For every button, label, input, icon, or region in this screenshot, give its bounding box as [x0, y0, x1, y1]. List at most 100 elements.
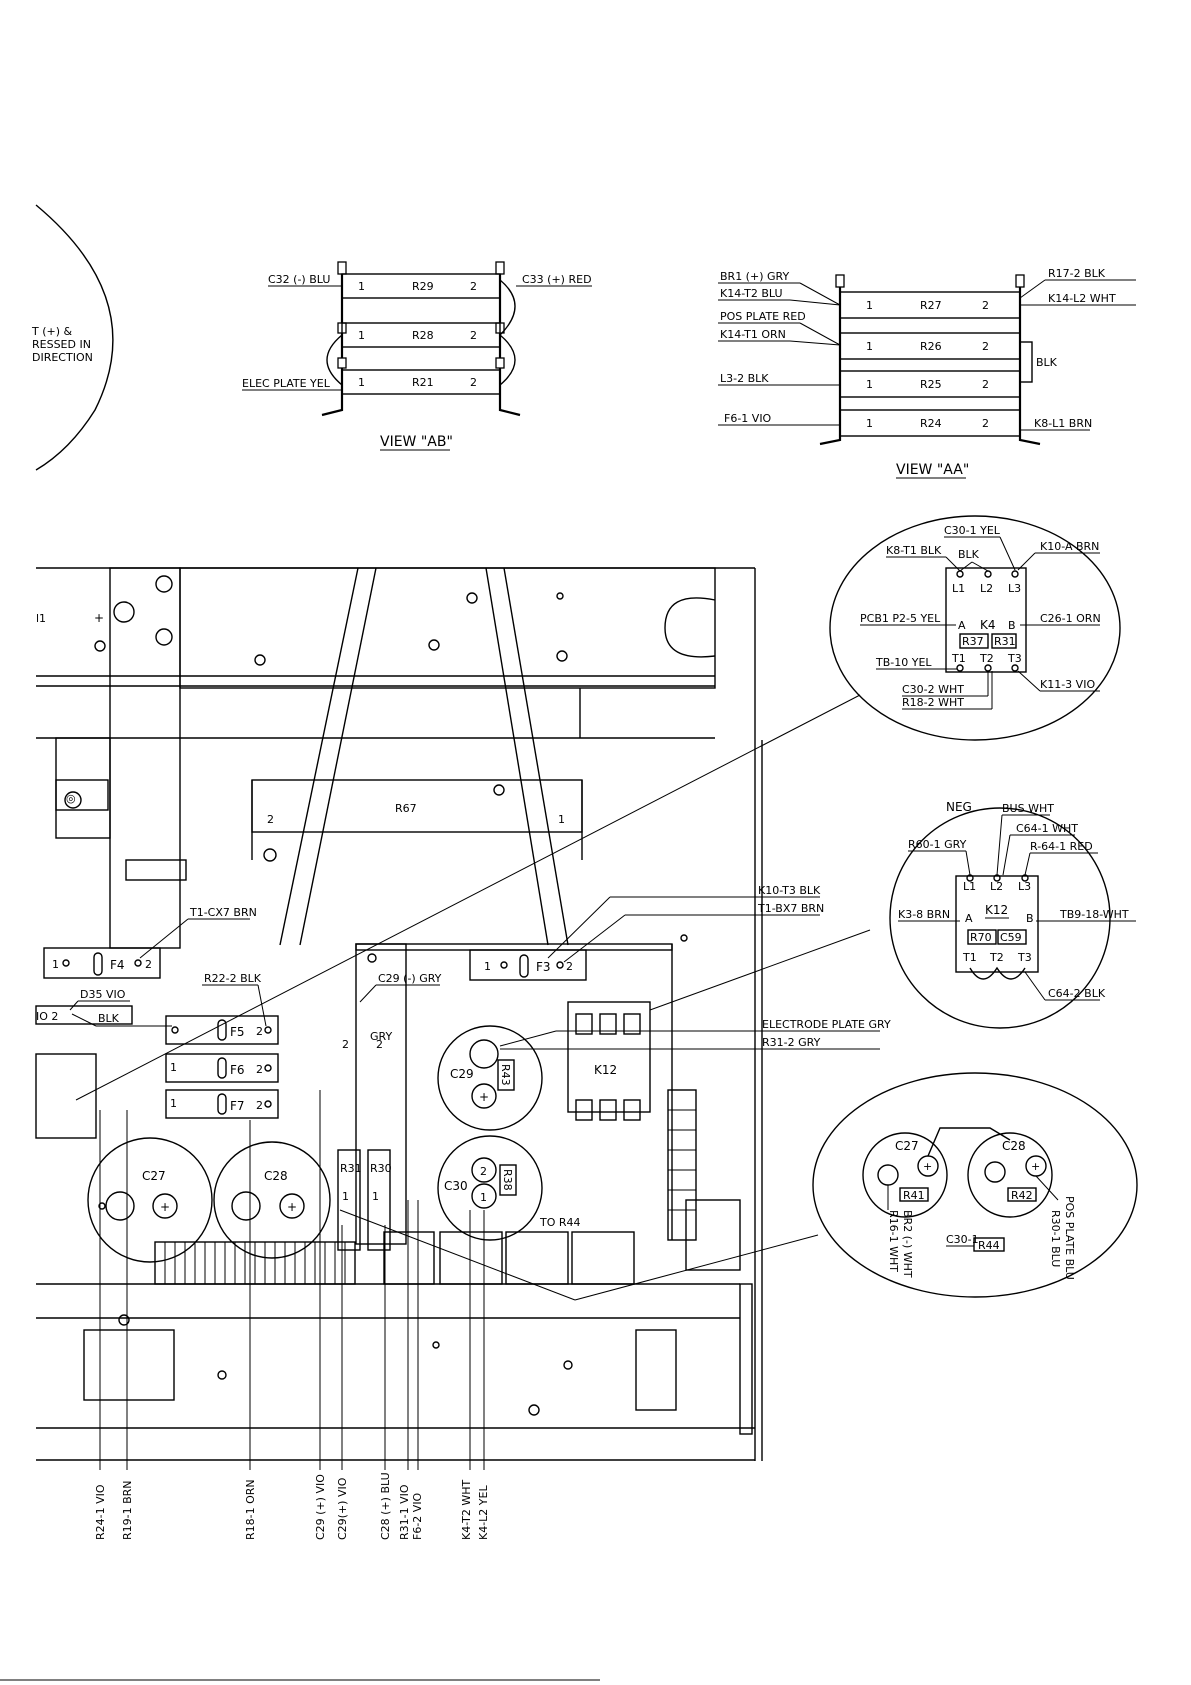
electrode-label: ELECTRODE PLATE GRY: [762, 1018, 891, 1031]
r30-label: R30: [370, 1162, 392, 1175]
view-aa-blk-label: BLK: [1036, 356, 1058, 369]
c30-pin-2: 2: [480, 1165, 487, 1178]
k4-c301-label: C30-1 YEL: [944, 524, 1001, 537]
cap-detail-pos-label: POS PLATE BLU: [1063, 1196, 1076, 1280]
k4-t1: T1: [951, 652, 966, 665]
r67-pin-2: 2: [267, 813, 274, 826]
r26-label: R26: [920, 340, 942, 353]
view-ab: 1 R29 2 1 R28 2 1 R21 2 C32 (-) BLU C33 …: [242, 261, 592, 451]
k12-detail: L1 L2 L3 A K12 B R70 C59 T1 T2 T3 NEG BU…: [889, 800, 1136, 1029]
r67-pin-1: 1: [558, 813, 565, 826]
k12-tb918-label: TB9-18-WHT: [1059, 908, 1129, 921]
r28-pin-2: 2: [470, 329, 477, 342]
cap-detail-r44: R44: [978, 1239, 1000, 1252]
svg-text:+: +: [1031, 1160, 1040, 1173]
view-aa-k14t2-label: K14-T2 BLU: [720, 287, 783, 300]
svg-text:+: +: [287, 1200, 297, 1214]
r24-label: R24: [920, 417, 942, 430]
k4-b: B: [1008, 619, 1016, 632]
to-r44-label: TO R44: [539, 1216, 581, 1229]
f5-label: F5: [230, 1025, 245, 1039]
r28-label: R28: [412, 329, 434, 342]
c29-conn-pin-b: 2: [376, 1038, 383, 1051]
cap-detail: C27 C28 + + R41 R42 R44 C30-1 R16-1 WHT …: [812, 1072, 1138, 1298]
left-circle-line-2: RESSED IN: [32, 338, 91, 351]
cap-detail-c28: C28: [1002, 1139, 1026, 1153]
gry-label: GRY: [370, 1030, 392, 1043]
r24-pin-1: 1: [866, 417, 873, 430]
f6-pin-2: 2: [256, 1063, 263, 1076]
c30-label: C30: [444, 1179, 468, 1193]
view-aa-pos-label: POS PLATE RED: [720, 310, 806, 323]
fuse-f7: 1 F7 2: [165, 1089, 279, 1119]
r24-pin-2: 2: [982, 417, 989, 430]
f3-pin-2: 2: [566, 960, 573, 973]
k4-t2: T2: [979, 652, 994, 665]
k12-l2: L2: [990, 880, 1003, 893]
r26-pin-1: 1: [866, 340, 873, 353]
r43-label: R43: [499, 1064, 512, 1086]
board-edge-plus-label: +: [94, 611, 104, 625]
f7-pin-2: 2: [256, 1099, 263, 1112]
k12-t1: T1: [962, 951, 977, 964]
k12-c59: C59: [1000, 931, 1022, 944]
k12-l1: L1: [963, 880, 976, 893]
k12-b: B: [1026, 912, 1034, 925]
r312-label: R31-2 GRY: [762, 1036, 821, 1049]
resistor-r29: 1 R29 2: [341, 273, 501, 299]
f6-label: F6: [230, 1063, 245, 1077]
bundle-wires: [99, 1090, 485, 1470]
d35-label: D35 VIO: [80, 988, 126, 1001]
k4-k10a-label: K10-A BRN: [1040, 540, 1099, 553]
k4-l2: L2: [980, 582, 993, 595]
f4-pin-1: 1: [52, 958, 59, 971]
k12-t2: T2: [989, 951, 1004, 964]
k4-a: A: [958, 619, 966, 632]
k4-c261-label: C26-1 ORN: [1040, 612, 1101, 625]
view-aa-title: VIEW "AA": [896, 462, 969, 478]
cap-detail-r161-label: R16-1 WHT: [887, 1210, 900, 1272]
view-ab-c32-label: C32 (-) BLU: [268, 273, 330, 286]
board-k12-label: K12: [594, 1063, 617, 1077]
cap-detail-r42: R42: [1011, 1189, 1033, 1202]
k4-c302-label: C30-2 WHT: [902, 683, 964, 696]
svg-text:◎: ◎: [66, 792, 76, 805]
fuse-f5: F5 2: [165, 1015, 279, 1045]
f4-label: F4: [110, 958, 125, 972]
cap-detail-r301-label: R30-1 BLU: [1049, 1210, 1062, 1267]
c28-label: C28: [264, 1169, 288, 1183]
view-aa-f61-label: F6-1 VIO: [724, 412, 772, 425]
k12-a: A: [965, 912, 973, 925]
r25-pin-2: 2: [982, 378, 989, 391]
bottom-label-r191: R19-1 BRN: [121, 1480, 134, 1540]
k4-detail: L1 L2 L3 A K4 B R37 R31 T1 T2 T3 C30-1 Y…: [829, 515, 1121, 741]
cap-detail-r41: R41: [903, 1189, 925, 1202]
c27-label: C27: [142, 1169, 166, 1183]
bottom-label-r181: R18-1 ORN: [244, 1479, 257, 1540]
cap-detail-c301-label: C30-1: [946, 1233, 979, 1246]
k4-r31: R31: [994, 635, 1016, 648]
k12-t3: T3: [1017, 951, 1032, 964]
f3-label: F3: [536, 960, 551, 974]
view-aa: 1 R27 2 1 R26 2 1 R25 2 1 R24 2 BR1 (+) …: [718, 267, 1136, 479]
bottom-label-c29b: C29(+) VIO: [336, 1477, 349, 1540]
t1cx7-label: T1-CX7 BRN: [189, 906, 257, 919]
t1bx7-label: T1-BX7 BRN: [757, 902, 824, 915]
resistor-r27: 1 R27 2: [839, 291, 1021, 319]
bottom-label-r241: R24-1 VIO: [94, 1484, 107, 1540]
cap-detail-br2-label: BR2 (-) WHT: [901, 1210, 914, 1278]
resistor-r24: 1 R24 2: [839, 409, 1021, 437]
view-ab-title: VIEW "AB": [380, 434, 453, 450]
view-ab-c33-label: C33 (+) RED: [522, 273, 592, 286]
k12-l3: L3: [1018, 880, 1031, 893]
k4-k8t1-label: K8-T1 BLK: [886, 544, 942, 557]
k4-r182-label: R18-2 WHT: [902, 696, 964, 709]
view-aa-l32-label: L3-2 BLK: [720, 372, 769, 385]
c29gry-label: C29 (-) GRY: [378, 972, 442, 985]
bottom-label-f62: F6-2 VIO: [411, 1492, 424, 1540]
k12-neg-label: NEG: [946, 800, 972, 814]
k4-pcb-label: PCB1 P2-5 YEL: [860, 612, 941, 625]
r29-pin-1: 1: [358, 280, 365, 293]
c29-label: C29: [450, 1067, 474, 1081]
